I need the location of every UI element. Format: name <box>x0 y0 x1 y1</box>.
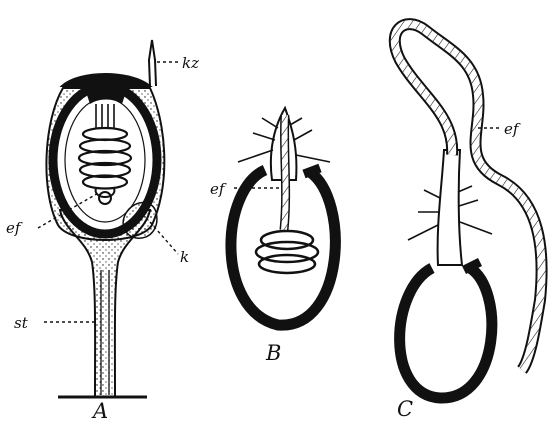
label-st: st <box>14 314 29 332</box>
label-ef-c: ef <box>504 120 521 138</box>
panel-label-a: A <box>91 399 108 423</box>
capsule-b-lip <box>304 168 320 174</box>
panel-label-c: C <box>397 397 413 421</box>
label-ef-b: ef <box>210 180 227 198</box>
capsule-c <box>400 268 492 398</box>
label-kz: kz <box>182 54 199 72</box>
everted-shaft-c <box>438 150 462 265</box>
cell-a <box>38 40 180 397</box>
cnidocil <box>149 40 156 86</box>
panel-label-b: B <box>265 341 281 365</box>
cell-c <box>395 24 542 398</box>
label-ef-a: ef <box>6 219 23 237</box>
cell-b <box>231 108 335 325</box>
leader-k <box>150 222 178 254</box>
label-k: k <box>180 248 189 266</box>
